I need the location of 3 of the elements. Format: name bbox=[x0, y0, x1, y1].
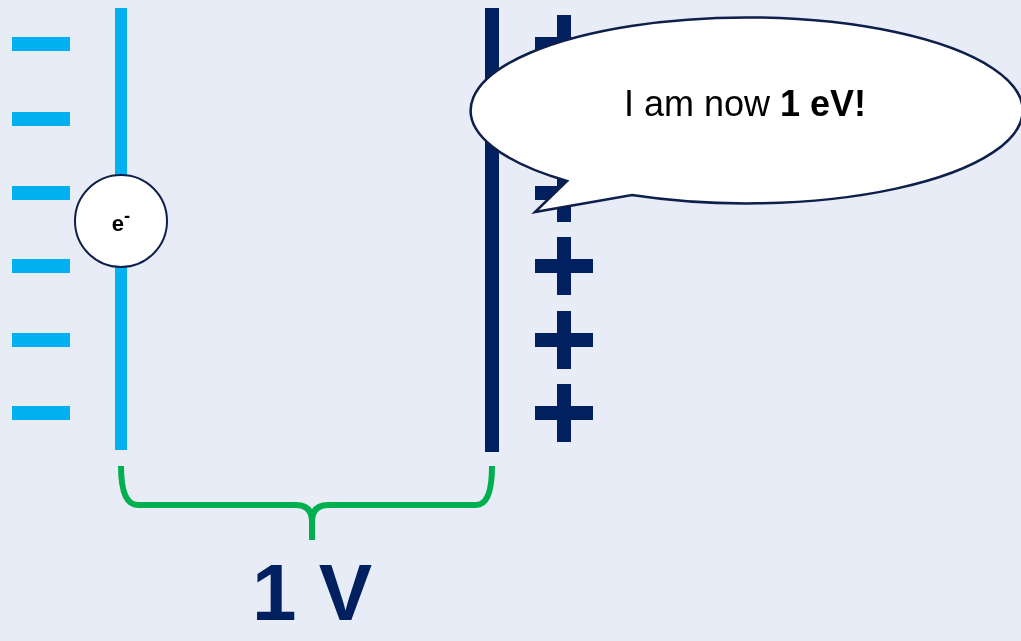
voltage-label: 1 V bbox=[251, 548, 373, 638]
bubble-text: I am now 1 eV! bbox=[623, 83, 867, 125]
electron-label: e$^{-}$ bbox=[111, 205, 131, 237]
